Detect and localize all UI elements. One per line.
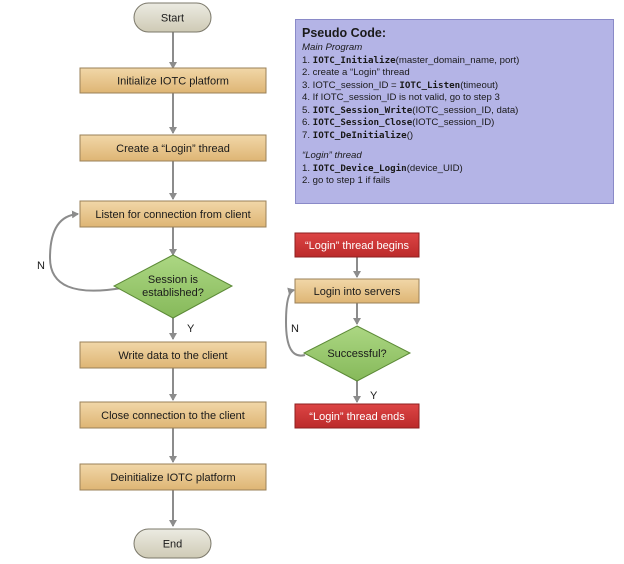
main-line: 7. IOTC_DeInitialize() (302, 130, 607, 143)
login-ends-node: “Login” thread ends (294, 403, 420, 429)
login-line-rest: (device_UID) (406, 162, 463, 174)
start-terminal: Start (133, 2, 212, 33)
close-label: Close connection to the client (101, 410, 245, 422)
main-line-code: IOTC_Initialize (312, 54, 396, 66)
session-label-line1: Session is (148, 274, 199, 286)
main-program-lines: 1. IOTC_Initialize(master_domain_name, p… (302, 55, 607, 143)
main-line-rest: () (406, 129, 414, 141)
login-line-num: 1. (302, 162, 313, 174)
main-line-num: 3. (302, 79, 313, 91)
login-line-rest: go to step 1 if fails (312, 175, 390, 186)
deinit-process: Deinitialize IOTC platform (79, 463, 267, 491)
main-line-code2: IOTC_Listen (399, 79, 461, 91)
main-line-code: IOTC_DeInitialize (312, 129, 407, 141)
main-program-heading: Main Program (302, 42, 363, 53)
login-thread-heading: “Login” thread (302, 150, 362, 161)
successful-label: Successful? (327, 348, 386, 360)
login-yes-label: Y (370, 390, 378, 402)
write-process: Write data to the client (79, 341, 267, 369)
login-servers-label: Login into servers (314, 286, 401, 298)
main-line: 2. create a “Login” thread (302, 67, 607, 80)
login-connectors (284, 257, 361, 403)
login-begins-node: “Login” thread begins (294, 232, 420, 258)
main-line-rest: (IOTC_session_ID) (412, 117, 495, 128)
no-branch-label: N (37, 260, 45, 272)
close-process: Close connection to the client (79, 401, 267, 429)
login-line-code: IOTC_Device_Login (312, 162, 407, 174)
main-line-rest2: (timeout) (460, 79, 499, 91)
login-line: 2. go to step 1 if fails (302, 175, 607, 188)
main-line-rest: create a “Login” thread (312, 67, 410, 78)
main-line-code: IOTC_Session_Write (312, 104, 413, 116)
session-decision: Session is established? (112, 254, 234, 319)
successful-decision: Successful? (302, 325, 412, 382)
main-connectors (48, 32, 177, 527)
create-login-process: Create a “Login” thread (79, 134, 267, 162)
deinit-label: Deinitialize IOTC platform (110, 472, 235, 484)
login-begins-label: “Login” thread begins (305, 240, 409, 252)
end-terminal: End (133, 528, 212, 559)
main-line-rest: (IOTC_session_ID, data) (412, 104, 519, 116)
create-login-label: Create a “Login” thread (116, 143, 230, 155)
login-thread-lines: 1. IOTC_Device_Login(device_UID)2. go to… (302, 163, 607, 188)
session-label-line2: established? (142, 287, 204, 299)
main-line-num: 6. (302, 117, 313, 128)
login-no-label: N (291, 323, 299, 335)
init-process: Initialize IOTC platform (79, 67, 267, 94)
main-line: 4. If IOTC_session_ID is not valid, go t… (302, 92, 607, 105)
write-label: Write data to the client (118, 350, 227, 362)
main-line: 6. IOTC_Session_Close(IOTC_session_ID) (302, 117, 607, 130)
end-label: End (163, 539, 183, 551)
main-line-code: IOTC_Session_Close (312, 117, 413, 128)
main-line: 3. IOTC_session_ID = IOTC_Listen(timeout… (302, 80, 607, 93)
login-ends-label: “Login” thread ends (309, 411, 405, 423)
login-servers-process: Login into servers (294, 278, 420, 304)
start-label: Start (161, 13, 184, 25)
main-line-num: 7. (302, 129, 313, 141)
main-line: 1. IOTC_Initialize(master_domain_name, p… (302, 55, 607, 68)
main-line-rest: IOTC_session_ID = (312, 79, 400, 91)
listen-label: Listen for connection from client (95, 209, 250, 221)
main-line: 5. IOTC_Session_Write(IOTC_session_ID, d… (302, 105, 607, 118)
pseudo-code-panel: Pseudo Code: Main Program 1. IOTC_Initia… (295, 19, 614, 204)
login-line-num: 2. (302, 175, 313, 186)
main-line-num: 4. (302, 92, 313, 103)
main-line-num: 2. (302, 67, 313, 78)
pseudo-title: Pseudo Code: (302, 26, 387, 40)
login-line: 1. IOTC_Device_Login(device_UID) (302, 163, 607, 176)
main-line-rest: (master_domain_name, port) (395, 54, 520, 66)
yes-branch-label: Y (187, 323, 195, 335)
main-line-num: 1. (302, 54, 313, 66)
listen-process: Listen for connection from client (79, 200, 267, 228)
main-line-num: 5. (302, 104, 313, 116)
main-line-rest: If IOTC_session_ID is not valid, go to s… (312, 92, 500, 103)
init-label: Initialize IOTC platform (117, 76, 229, 88)
